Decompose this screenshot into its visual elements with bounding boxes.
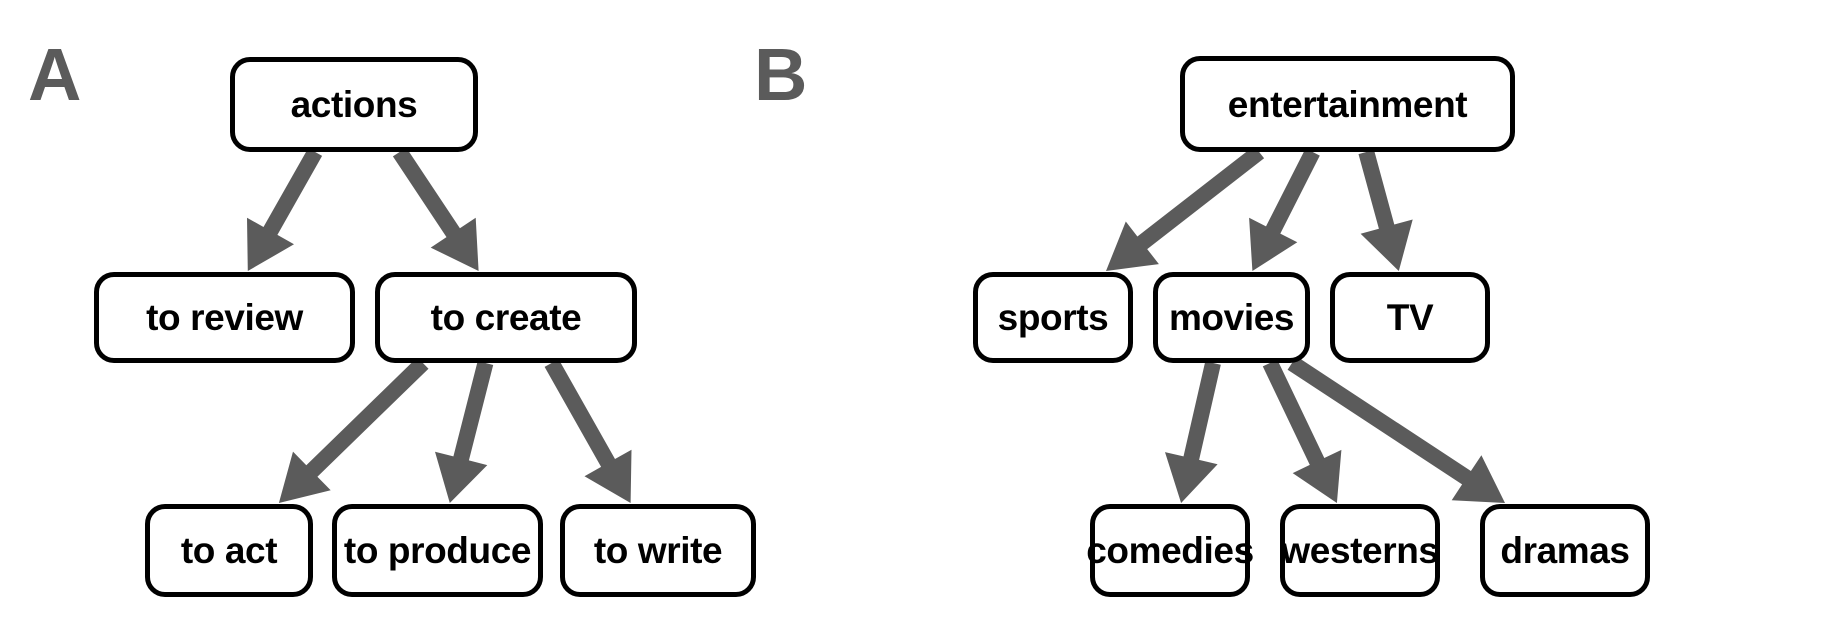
node-b-dramas[interactable]: dramas [1480,504,1650,597]
node-a-to-review[interactable]: to review [94,272,355,363]
node-b-comedies[interactable]: comedies [1086,504,1254,597]
panel-label-a: A [28,33,81,116]
node-a-to-write[interactable]: to write [560,504,756,597]
node-a-to-act[interactable]: to act [145,504,313,597]
arrow-a-actions-to-a-to-create [392,147,479,271]
node-label: to write [593,530,723,571]
arrow-a-to-create-to-a-to-produce [435,361,494,503]
node-b-westerns[interactable]: westerns [1280,504,1440,597]
panel-label-b: B [754,33,807,116]
node-label: to review [146,297,303,338]
arrow-b-movies-to-b-dramas [1287,356,1505,503]
arrow-b-entertainment-to-b-movies [1249,148,1320,271]
node-a-to-produce[interactable]: to produce [332,504,543,597]
node-b-sports[interactable]: sports [973,272,1133,363]
node-label: to act [180,530,278,571]
node-b-movies[interactable]: movies [1153,272,1310,363]
arrow-a-to-create-to-a-to-act [278,357,429,503]
node-b-entertainment[interactable]: entertainment [1180,56,1515,152]
node-label: actions [290,84,418,125]
node-label: TV [1386,297,1434,338]
arrow-b-movies-to-b-westerns [1262,359,1342,503]
node-a-to-create[interactable]: to create [375,272,637,363]
arrow-b-movies-to-b-comedies [1165,361,1221,503]
node-label: comedies [1086,530,1254,571]
node-label: dramas [1500,530,1630,571]
arrow-a-to-create-to-a-to-write [544,359,632,503]
node-label: to produce [343,530,532,571]
node-label: to create [430,297,582,338]
arrow-b-entertainment-to-b-sports [1106,145,1265,271]
arrow-b-entertainment-to-b-tv [1358,149,1413,271]
node-label: sports [997,297,1109,338]
node-label: entertainment [1227,83,1468,125]
node-b-tv[interactable]: TV [1330,272,1490,363]
node-label: movies [1168,297,1295,338]
arrow-a-actions-to-a-to-review [247,148,323,271]
node-a-actions[interactable]: actions [230,57,478,152]
node-label: westerns [1281,530,1439,571]
